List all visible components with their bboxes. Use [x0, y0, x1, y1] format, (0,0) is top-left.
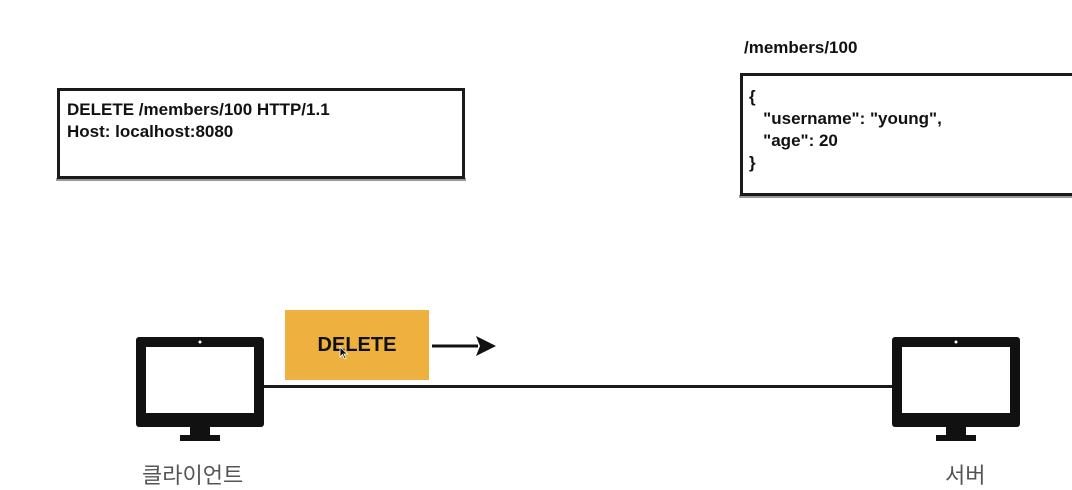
- resource-path: /members/100: [744, 38, 858, 57]
- resource-json-box: { "username": "young", "age": 20 }: [739, 73, 1072, 198]
- monitor-icon: [136, 337, 264, 441]
- http-request-box: DELETE /members/100 HTTP/1.1 Host: local…: [56, 88, 466, 181]
- arrow-right-icon: [432, 336, 496, 356]
- connection-line: [250, 385, 900, 388]
- mouse-cursor-icon: [339, 346, 349, 360]
- json-line: "username": "young",: [749, 109, 942, 128]
- json-line: "age": 20: [749, 131, 838, 150]
- request-host-line: Host: localhost:8080: [67, 122, 234, 141]
- http-method-badge: DELETE: [285, 310, 429, 380]
- client-label: 클라이언트: [142, 464, 244, 489]
- server-label: 서버: [945, 464, 986, 489]
- json-line: }: [749, 153, 756, 172]
- request-line: DELETE /members/100 HTTP/1.1: [67, 100, 330, 119]
- json-line: {: [749, 87, 756, 106]
- monitor-icon: [892, 337, 1020, 441]
